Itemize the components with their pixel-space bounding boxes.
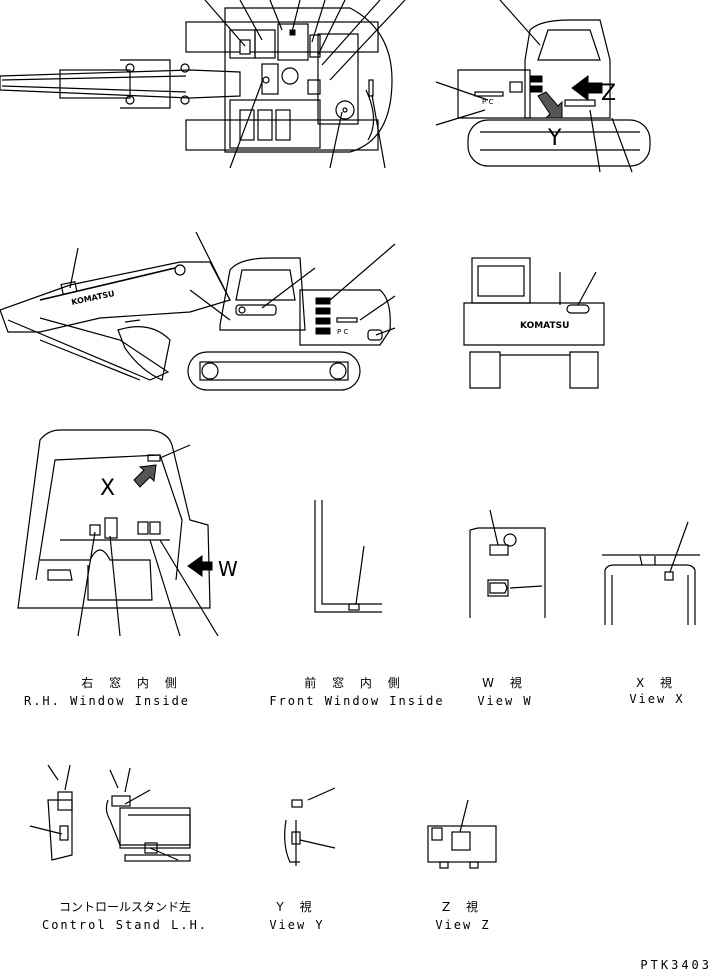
view-marker-y: Y xyxy=(547,126,562,151)
control-stand-lh-drawing xyxy=(29,764,191,862)
caption-front-window-en: Front Window Inside xyxy=(269,694,445,708)
caption-view-w-en: View W xyxy=(477,694,533,708)
caption-view-y-ja: Y 視 xyxy=(276,900,318,914)
caption-view-x-ja: X 視 xyxy=(635,676,679,690)
caption-view-z-en: View Z xyxy=(435,918,491,932)
small-label-pc-2: P C xyxy=(337,328,348,336)
small-label-pc-1: P C xyxy=(482,98,493,106)
caption-rh-window-en: R.H. Window Inside xyxy=(23,694,191,708)
caption-control-stand-en: Control Stand L.H. xyxy=(41,918,209,932)
drawing-number: PTK3403 xyxy=(640,958,712,972)
view-w-drawing xyxy=(469,509,546,618)
caption-view-y-en: View Y xyxy=(269,918,325,932)
caption-rh-window-ja: 右 窓 内 側 xyxy=(81,676,183,690)
right-side-view-drawing: P C Z Y xyxy=(435,0,651,173)
view-marker-x: X xyxy=(100,476,115,501)
front-window-inside-drawing xyxy=(314,500,382,613)
rear-view-drawing: KOMATSU xyxy=(463,257,605,389)
view-marker-w: W xyxy=(218,557,238,581)
view-x-drawing xyxy=(602,521,700,625)
top-view-drawing xyxy=(0,0,406,169)
caption-view-z-ja: Z 視 xyxy=(441,900,485,914)
caption-view-w-ja: W 視 xyxy=(482,676,528,690)
view-y-drawing xyxy=(284,787,336,866)
rh-window-inside-drawing: X W xyxy=(17,429,238,637)
rear-badge-text: KOMATSU xyxy=(520,321,569,331)
view-z-drawing xyxy=(427,799,497,869)
caption-control-stand-ja: コントロールスタンド左 xyxy=(58,900,191,914)
caption-front-window-ja: 前 窓 内 側 xyxy=(304,676,406,690)
caption-view-x-en: View X xyxy=(629,692,685,706)
side-view-drawing: KOMATSU P C xyxy=(0,231,396,391)
view-marker-z: Z xyxy=(601,81,616,106)
